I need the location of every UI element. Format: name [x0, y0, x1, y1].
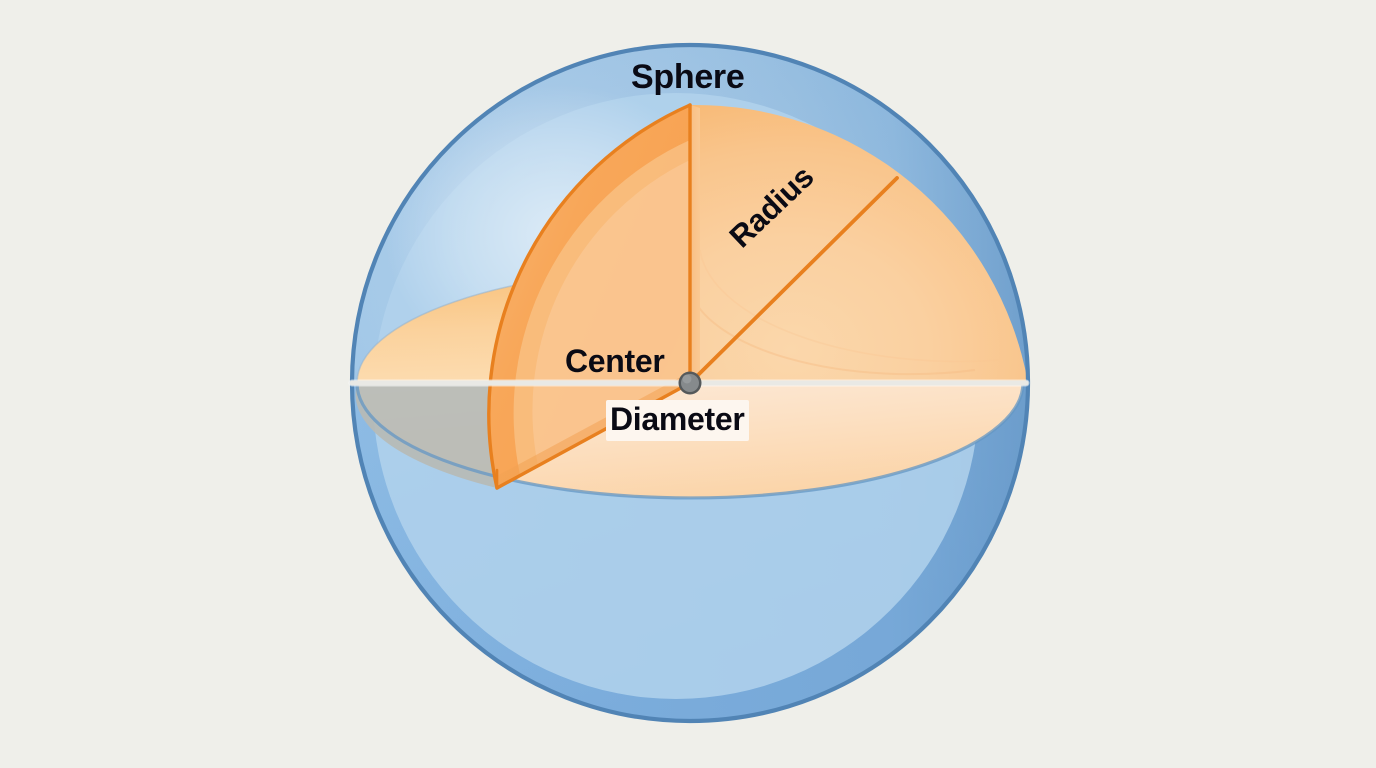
- center-point-dot: [678, 371, 702, 395]
- label-diameter: Diameter: [606, 400, 749, 441]
- label-center: Center: [565, 343, 665, 379]
- label-sphere: Sphere: [631, 58, 745, 96]
- sphere-core-interior: [689, 104, 1028, 383]
- radius-line: [688, 176, 899, 385]
- wedge-cut-faces: [488, 105, 700, 488]
